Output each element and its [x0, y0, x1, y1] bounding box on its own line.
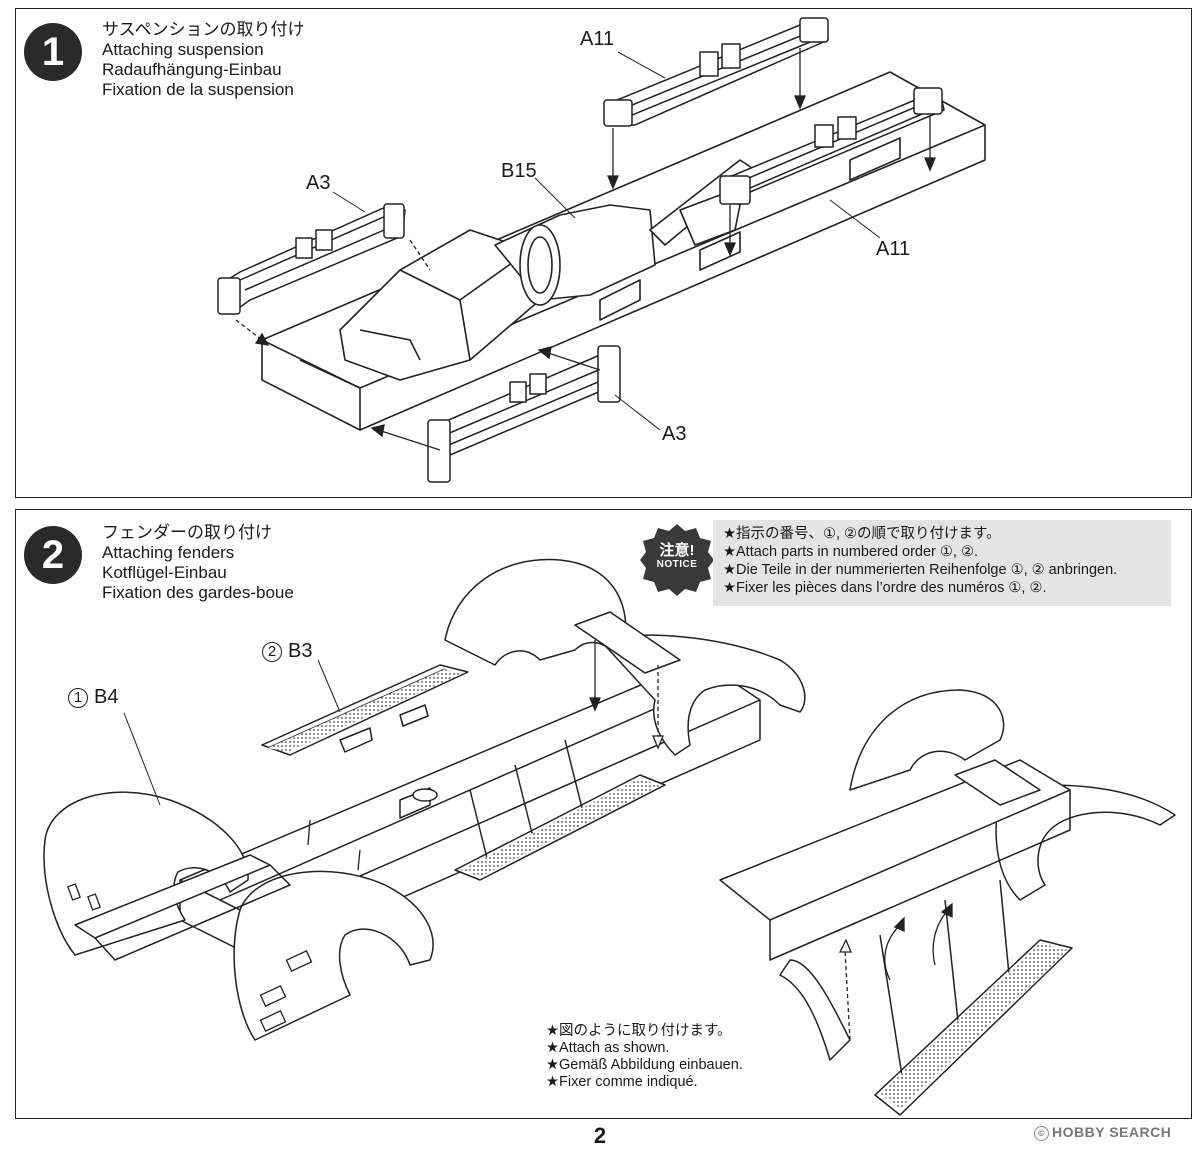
notice-box: ★指示の番号、①, ②の順で取り付けます。 ★Attach parts in n… — [713, 520, 1171, 606]
attach-note-fr: ★Fixer comme indiqué. — [546, 1074, 698, 1090]
step-2-title-en: Attaching fenders — [102, 543, 235, 562]
label-a3-left: A3 — [306, 172, 331, 194]
notice-line-de: ★Die Teile in der nummerierten Reihenfol… — [723, 562, 1118, 578]
notice-badge-icon — [640, 524, 714, 596]
attach-note: ★図のように取り付けます。 ★Attach as shown. ★Gemäß A… — [546, 1023, 743, 1091]
watermark-text: HOBBY SEARCH — [1052, 1124, 1172, 1140]
label-b15: B15 — [501, 160, 537, 182]
step-2-titles: フェンダーの取り付け Attaching fenders Kotflügel-E… — [102, 523, 294, 603]
order-2-icon: 2 — [262, 641, 282, 662]
step-1-titles: サスペンションの取り付け Attaching suspension Radauf… — [102, 20, 304, 100]
leaf-spring-a11-right — [719, 87, 945, 205]
attach-note-jp: ★図のように取り付けます。 — [546, 1023, 732, 1039]
notice-badge-jp: 注意! — [659, 542, 695, 559]
attach-note-de: ★Gemäß Abbildung einbauen. — [546, 1057, 743, 1073]
step-2-title-jp: フェンダーの取り付け — [102, 523, 272, 542]
step-1-title-jp: サスペンションの取り付け — [102, 20, 305, 39]
label-b3-text: B3 — [288, 640, 313, 662]
rear-fender-upper — [444, 558, 627, 666]
copyright-icon: © — [1034, 1126, 1049, 1141]
step-1-arrows — [235, 48, 936, 451]
step-2-arrows — [307, 640, 953, 1041]
label-b3: 2 B3 — [262, 640, 312, 663]
step-1-title-fr: Fixation de la suspension — [102, 80, 294, 99]
watermark: ©HOBBY SEARCH — [1034, 1124, 1171, 1141]
notice-line-jp: ★指示の番号、①, ②の順で取り付けます。 — [723, 526, 1001, 542]
step-2-number: 2 — [24, 526, 82, 584]
label-a11-right: A11 — [876, 238, 911, 260]
attach-note-en: ★Attach as shown. — [546, 1040, 670, 1056]
label-a11-top: A11 — [580, 28, 615, 50]
order-1-icon: 1 — [68, 687, 88, 708]
step-1-title-de: Radaufhängung-Einbau — [102, 60, 282, 79]
notice-badge-en: NOTICE — [656, 559, 698, 570]
step-1-number: 1 — [24, 23, 82, 81]
notice-line-en: ★Attach parts in numbered order ①, ②. — [723, 544, 978, 560]
label-b4: 1 B4 — [68, 686, 118, 709]
label-a3-bottom: A3 — [662, 423, 687, 445]
label-b4-text: B4 — [94, 686, 119, 708]
step-2-title-de: Kotflügel-Einbau — [102, 563, 227, 582]
step-2-title-fr: Fixation des gardes-boue — [102, 583, 294, 602]
notice-line-fr: ★Fixer les pièces dans l’ordre des numér… — [723, 580, 1047, 596]
notice-badge-text: 注意! NOTICE — [640, 543, 714, 571]
step-1-title-en: Attaching suspension — [102, 40, 264, 59]
leaf-spring-a3-bottom — [427, 345, 621, 483]
page-number: 2 — [593, 1123, 607, 1148]
leaf-spring-a3-left — [217, 203, 406, 315]
leaf-spring-a11-top — [603, 17, 829, 127]
